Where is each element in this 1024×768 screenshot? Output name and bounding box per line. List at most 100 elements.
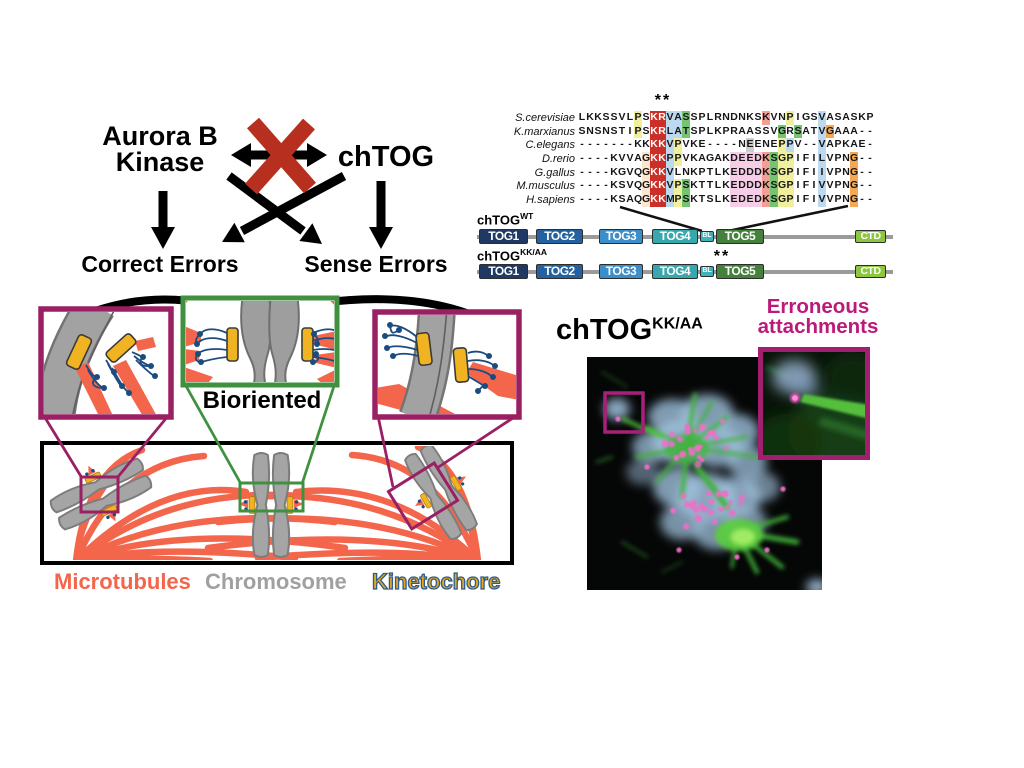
kinetochore-dot <box>708 498 715 505</box>
residue-cell: - <box>580 138 584 151</box>
species-name: D.rerio <box>541 152 575 165</box>
residue-cell: E <box>746 152 754 166</box>
residue-cell: K <box>642 138 650 151</box>
residue-cell: G <box>778 124 787 139</box>
residue-cell: V <box>770 111 778 123</box>
residue-cell: I <box>796 193 800 206</box>
residue-cell: N <box>842 152 850 165</box>
residue-cell: N <box>842 165 850 178</box>
residue-cell: D <box>754 152 762 166</box>
residue-cell: S <box>770 179 778 194</box>
residue-cell: S <box>682 179 690 194</box>
residue-cell: R <box>658 111 666 125</box>
residue-cell: V <box>826 179 834 192</box>
spindle-overview <box>40 385 517 565</box>
residue-cell: P <box>834 165 842 178</box>
residue-cell: V <box>818 124 826 139</box>
kinetochore-dot <box>706 490 712 496</box>
residue-cell: K <box>658 179 666 194</box>
inset-bioriented <box>180 295 340 388</box>
residue-cell: K <box>650 124 658 139</box>
kinetochore-dot <box>715 490 722 498</box>
residue-cell: Q <box>634 179 643 192</box>
residue-cell: K <box>762 152 770 166</box>
residue-cell: - <box>580 152 584 165</box>
erroneous-line2: attachments <box>757 314 879 338</box>
residue-cell: G <box>826 124 835 139</box>
residue-cell: R <box>658 124 666 139</box>
residue-cell: K <box>610 165 618 178</box>
residue-cell: F <box>802 165 810 178</box>
residue-cell: - <box>868 193 872 206</box>
residue-cell: P <box>722 124 730 137</box>
residue-cell: E <box>730 165 738 180</box>
residue-cell: S <box>770 152 778 166</box>
residue-cell: E <box>738 152 746 166</box>
residue-cell: D <box>754 165 762 180</box>
domain-tog3: TOG3 <box>599 229 643 244</box>
residue-cell: N <box>586 124 594 137</box>
residue-cell: D <box>730 111 738 123</box>
kinetochore-dot <box>694 514 702 522</box>
residue-cell: G <box>850 152 859 166</box>
kinetochore-dot <box>728 499 733 505</box>
residue-cell: K <box>722 179 730 192</box>
micrograph-title-sup: KK/AA <box>652 315 703 333</box>
kinetochore-dot <box>615 416 621 422</box>
residue-cell: K <box>650 138 658 153</box>
residue-cell: S <box>754 124 762 137</box>
residue-cell: P <box>674 193 682 207</box>
kinetochore-dot <box>679 450 687 458</box>
residue-cell: - <box>868 165 872 178</box>
residue-cell: P <box>634 111 642 125</box>
residue-cell: S <box>642 124 650 137</box>
residue-cell: G <box>642 165 651 180</box>
sense-errors-label: Sense Errors <box>304 251 448 277</box>
residue-cell: P <box>666 152 674 166</box>
kinetochore-dot <box>704 435 710 440</box>
residue-cell: S <box>794 124 802 139</box>
residue-cell: - <box>804 138 808 151</box>
residue-cell: V <box>826 193 834 206</box>
residue-cell: K <box>658 152 666 166</box>
residue-cell: G <box>618 165 627 178</box>
kinetochore-dot <box>734 554 740 560</box>
residue-cell: - <box>588 138 592 151</box>
chtog-wt-label: chTOGWT <box>477 211 533 227</box>
residue-cell: E <box>698 138 706 151</box>
kinetochore-dot <box>680 493 687 499</box>
residue-cell: V <box>818 111 826 125</box>
residue-cell: N <box>602 124 610 137</box>
residue-cell: F <box>802 152 810 165</box>
residue-cell: E <box>746 193 754 207</box>
residue-cell: V <box>794 138 802 151</box>
domain-tog2: TOG2 <box>536 264 583 279</box>
residue-cell: K <box>586 111 594 123</box>
residue-cell: N <box>842 193 850 206</box>
zoom-region-center <box>238 481 305 513</box>
residue-cell: A <box>802 124 810 137</box>
micrograph-title-name: chTOG <box>556 314 653 346</box>
residue-cell: V <box>618 152 626 165</box>
residue-cell: - <box>604 193 608 206</box>
residue-cell: L <box>674 165 682 178</box>
residue-cell: K <box>690 138 698 151</box>
pathway-arrows <box>151 143 393 249</box>
chtog-label: chTOG <box>337 141 435 173</box>
residue-cell: P <box>834 152 842 165</box>
residue-cell: K <box>690 165 698 178</box>
kinetochore-dot <box>694 444 702 452</box>
residue-cell: E <box>858 138 866 151</box>
residue-cell: I <box>812 152 816 165</box>
domain-tog2: TOG2 <box>536 229 583 244</box>
residue-cell: G <box>642 179 651 194</box>
residue-cell: - <box>596 165 600 178</box>
residue-cell: T <box>698 193 706 206</box>
residue-cell: K <box>762 193 770 207</box>
residue-cell: P <box>674 138 682 153</box>
residue-cell: K <box>658 138 666 153</box>
residue-cell: L <box>666 124 674 139</box>
residue-cell: G <box>778 193 787 207</box>
